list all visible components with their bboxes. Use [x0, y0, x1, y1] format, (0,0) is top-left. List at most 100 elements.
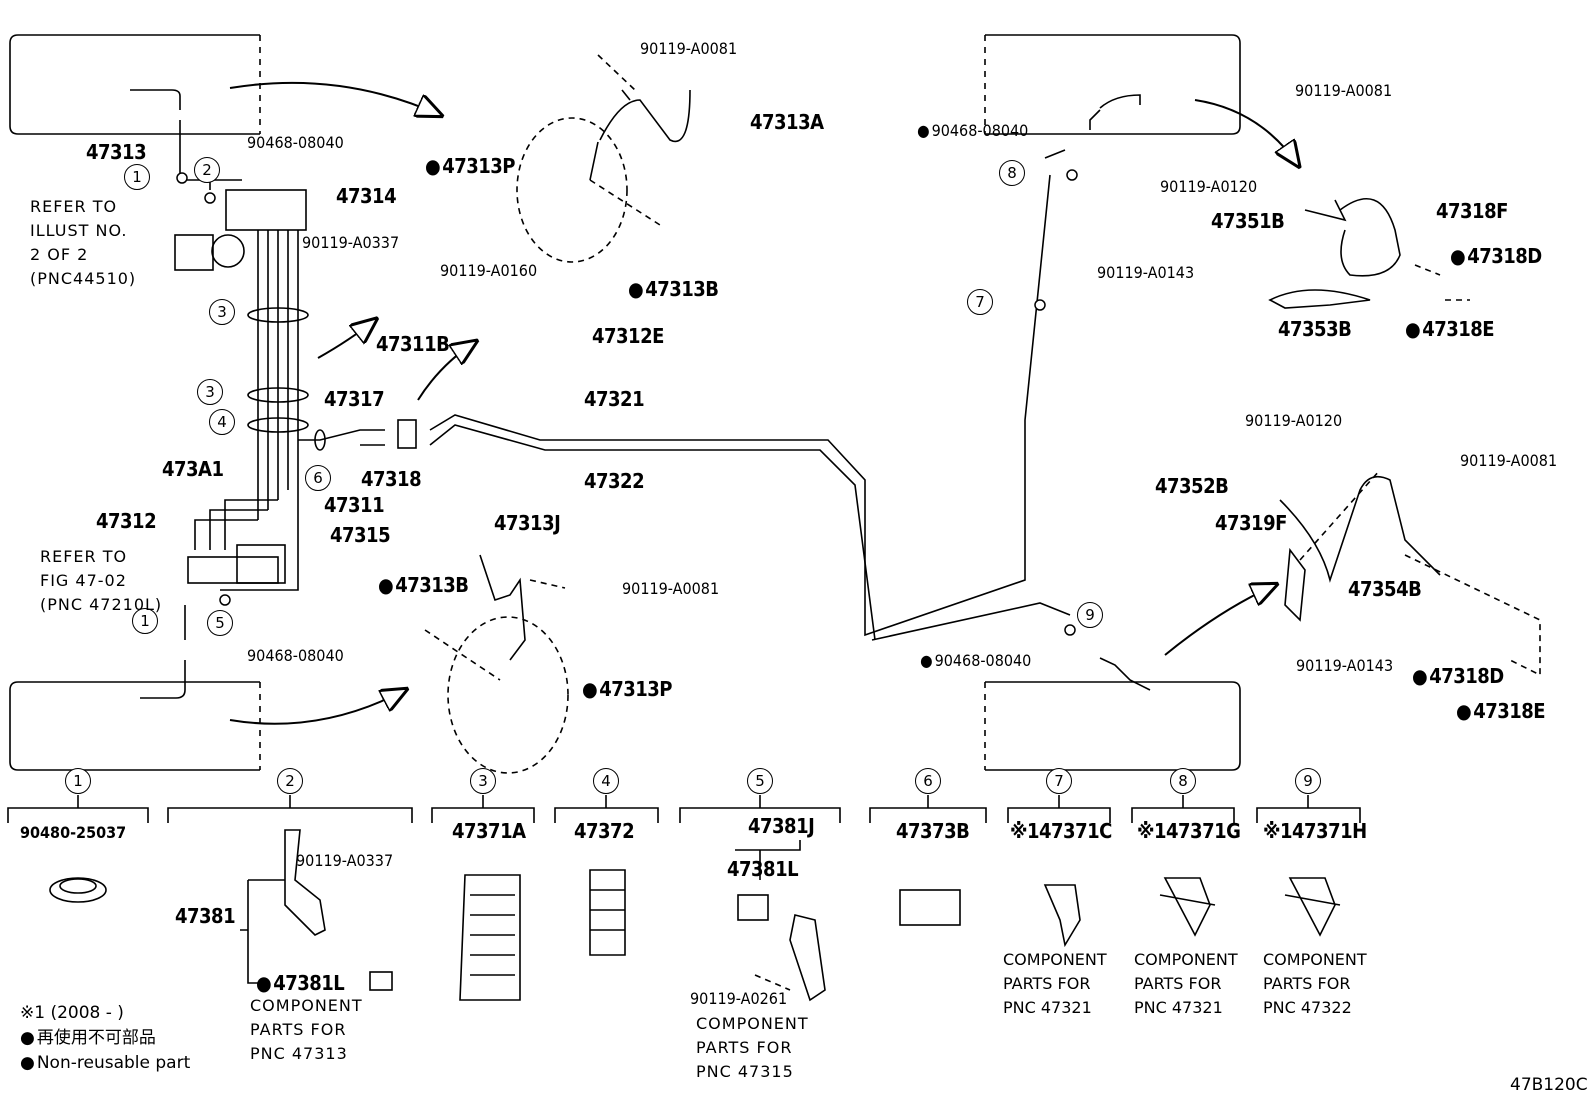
refer-note-1: REFER TO ILLUST NO. 2 OF 2 (PNC44510)	[30, 197, 137, 288]
label-47313A: 47313A	[750, 110, 824, 134]
label-90468-08040-b: 90468-08040	[247, 646, 344, 665]
group2-part: 47381	[175, 904, 236, 928]
label-47317: 47317	[324, 387, 385, 411]
group-number-3: 3	[470, 768, 496, 794]
figure-id: 47B120C	[1510, 1075, 1588, 1095]
label-90468-08040-a: 90468-08040	[247, 133, 344, 152]
label-90119-A0081-d: 90119-A0081	[1460, 451, 1558, 470]
group2-sub1: 90119-A0337	[296, 851, 394, 870]
group-bracket-3	[431, 795, 535, 823]
hose-47313J	[479, 554, 526, 661]
group6-part: 47373B	[896, 819, 970, 843]
label-47313J: 47313J	[494, 511, 561, 535]
legend-nonreusable-en: Non-reusable part	[20, 1050, 190, 1076]
group-bracket-8	[1131, 795, 1235, 823]
group-bracket-5	[679, 795, 841, 823]
group1-part: 90480-25037	[20, 823, 127, 842]
group5-sub2: 90119-A0261	[690, 989, 788, 1008]
label-47322: 47322	[584, 469, 645, 493]
group-number-8: 8	[1170, 768, 1196, 794]
group-number-2: 2	[277, 768, 303, 794]
callout-1: 1	[132, 608, 158, 634]
label-47313B-a: 47313B	[628, 278, 719, 300]
group2-caption: COMPONENT PARTS FOR PNC 47313	[250, 996, 363, 1063]
group-number-9: 9	[1295, 768, 1321, 794]
callout-2: 2	[194, 157, 220, 183]
label-90119-A0120-a: 90119-A0120	[1160, 177, 1258, 196]
label-47318E-b: 47318E	[1456, 700, 1545, 722]
legend-nonreusable-jp: 再使用不可部品	[20, 1025, 156, 1051]
label-90119-A0160: 90119-A0160	[440, 261, 538, 280]
arrow-to-47312E	[417, 342, 475, 401]
body-frame-bottom-right	[985, 681, 1241, 771]
label-90119-A0081-b: 90119-A0081	[622, 579, 720, 598]
label-47312: 47312	[96, 509, 157, 533]
label-47315: 47315	[330, 523, 391, 547]
label-90468-08040-c: 90468-08040	[917, 120, 1029, 142]
label-47318: 47318	[361, 467, 422, 491]
body-frame-top-right	[985, 34, 1241, 135]
label-47318E-a: 47318E	[1405, 318, 1494, 340]
label-47311B: 47311B	[376, 332, 450, 356]
group5-part: 47381J	[748, 814, 815, 838]
label-90119-A0337-a: 90119-A0337	[302, 233, 400, 252]
label-90119-A0081-c: 90119-A0081	[1295, 81, 1393, 100]
label-47354B: 47354B	[1348, 577, 1422, 601]
label-47321: 47321	[584, 387, 645, 411]
label-90119-A0143-b: 90119-A0143	[1296, 656, 1394, 675]
arrow-to-right-bracket	[1164, 585, 1275, 656]
label-90119-A0081-a: 90119-A0081	[640, 39, 738, 58]
group-number-5: 5	[747, 768, 773, 794]
label-47313P-b: 47313P	[582, 678, 672, 700]
group7-part: ※147371C	[1010, 819, 1112, 843]
arrow-to-rear-hose	[229, 690, 405, 725]
group8-caption: COMPONENT PARTS FOR PNC 47321	[1134, 950, 1238, 1017]
label-90119-A0120-b: 90119-A0120	[1245, 411, 1343, 430]
group4-part: 47372	[574, 819, 635, 843]
group-number-6: 6	[915, 768, 941, 794]
group5-caption: COMPONENT PARTS FOR PNC 47315	[696, 1014, 809, 1081]
label-47351B: 47351B	[1211, 209, 1285, 233]
arrow-to-front-hose	[229, 81, 440, 115]
label-47319F: 47319F	[1215, 511, 1287, 535]
refer-note-2: REFER TO FIG 47-02 (PNC 47210L)	[40, 547, 163, 614]
callout-8: 8	[999, 160, 1025, 186]
label-90468-08040-d: 90468-08040	[920, 650, 1032, 672]
group-number-1: 1	[65, 768, 91, 794]
label-90119-A0143-a: 90119-A0143	[1097, 263, 1195, 282]
group8-part: ※147371G	[1137, 819, 1241, 843]
label-47313B-b: 47313B	[378, 574, 469, 596]
group-bracket-2	[167, 795, 413, 823]
callout-5: 5	[207, 610, 233, 636]
group-bracket-7	[1007, 795, 1111, 823]
body-frame-bottom-left	[9, 681, 260, 771]
group-bracket-9	[1256, 795, 1361, 823]
label-47353B: 47353B	[1278, 317, 1352, 341]
group9-part: ※147371H	[1263, 819, 1367, 843]
group2-sub2: 47381L	[256, 972, 345, 994]
label-47313P-a: 47313P	[425, 155, 515, 177]
group7-caption: COMPONENT PARTS FOR PNC 47321	[1003, 950, 1107, 1017]
body-frame-top-left	[9, 34, 260, 135]
label-47313: 47313	[86, 140, 147, 164]
group5-sub1: 47381L	[727, 857, 799, 881]
callout-6: 6	[305, 465, 331, 491]
label-47311: 47311	[324, 493, 385, 517]
group-bracket-1	[7, 795, 149, 823]
legend-date-range: ※1 (2008 - )	[20, 1003, 124, 1023]
callout-3: 3	[209, 299, 235, 325]
callout-1: 1	[124, 164, 150, 190]
arrow-to-rear-right	[1194, 99, 1298, 165]
arrow-to-47311B	[317, 320, 375, 359]
group9-caption: COMPONENT PARTS FOR PNC 47322	[1263, 950, 1367, 1017]
callout-9: 9	[1077, 602, 1103, 628]
label-47318D-a: 47318D	[1450, 245, 1542, 267]
label-47312E: 47312E	[592, 324, 664, 348]
callout-3: 3	[197, 379, 223, 405]
group-bracket-6	[869, 795, 987, 823]
label-47318F: 47318F	[1436, 199, 1508, 223]
label-47318D-b: 47318D	[1412, 665, 1504, 687]
brake-line-47321	[429, 174, 1051, 637]
